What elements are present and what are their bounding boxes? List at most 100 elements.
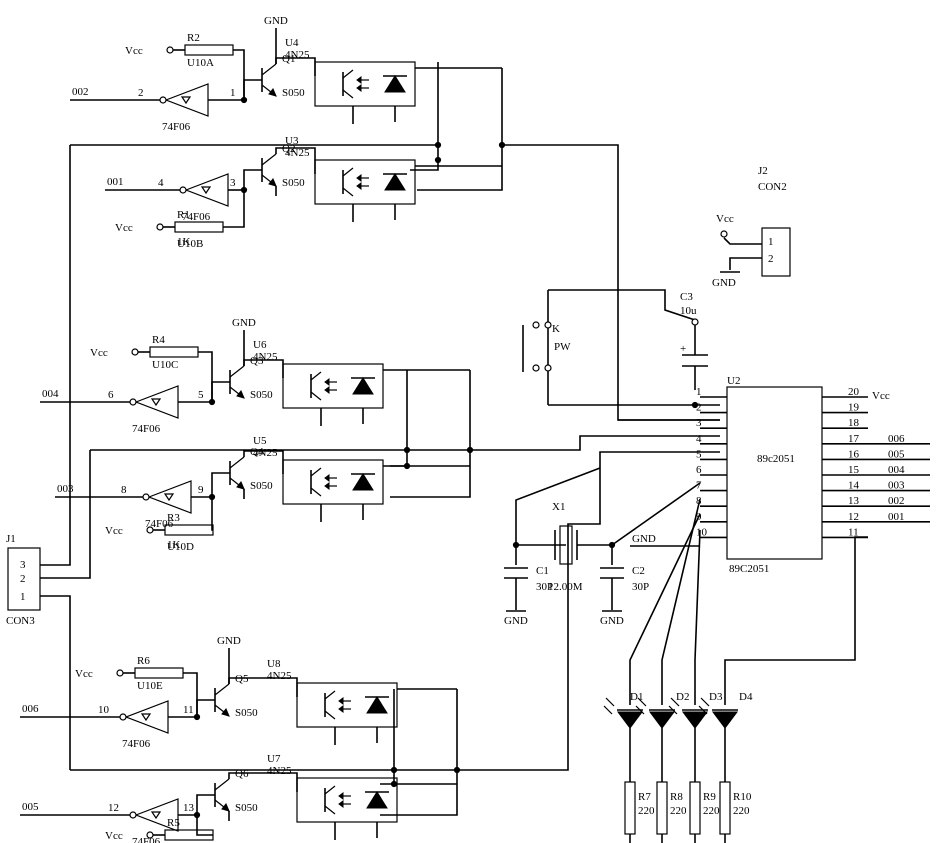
u2-net-label-004: 004	[888, 464, 905, 476]
j2-connector	[761, 227, 791, 277]
photo-transistor-e	[342, 89, 354, 99]
led-D2-triangle	[649, 711, 675, 729]
chan5-pin-in: 10	[98, 704, 110, 716]
c3-value: 10u	[680, 305, 697, 317]
led-D1-triangle	[617, 711, 643, 729]
transistor-arrow	[221, 708, 230, 717]
optocoupler-body	[296, 682, 398, 728]
j2-ref: J2	[758, 165, 768, 177]
bus-j1-3-vert	[40, 145, 71, 566]
j2-pin-2: 2	[768, 253, 774, 265]
chan3-pin-in: 6	[108, 389, 114, 401]
chan4-signal-label: 003	[57, 483, 74, 495]
led-D3-triangle	[682, 711, 708, 729]
chan1-transistor-ref: Q1	[282, 53, 295, 65]
chan3-opto-ref: U6	[253, 339, 267, 351]
chan1-pin-out: 1	[230, 87, 236, 99]
chan2-pin-out: 3	[230, 177, 236, 189]
led-D3-light-b	[668, 705, 678, 715]
chan4-transistor-part: S050	[250, 480, 273, 492]
u2-ref: U2	[727, 375, 740, 387]
chan2-gate-part: 74F06	[182, 211, 211, 223]
u2-left-pin-label-3: 3	[696, 417, 702, 429]
light-arrow-head	[338, 792, 344, 800]
chan1-signal-label: 002	[72, 86, 89, 98]
chan5-gnd-label: GND	[217, 635, 241, 647]
chan1-gate-ref: U10A	[187, 57, 214, 69]
chan2-base-wire	[243, 169, 262, 190]
led-D2-ref: D2	[676, 691, 689, 703]
chan5-res-label: R6	[137, 655, 150, 667]
chan6-base-wire	[196, 794, 215, 815]
transistor-collector	[229, 456, 245, 469]
u2-left-pin-label-10: 10	[696, 526, 708, 538]
chan2-pullup-wire	[223, 190, 245, 228]
resistor	[164, 829, 214, 841]
chan5-vcc-label: Vcc	[75, 668, 93, 680]
photo-transistor-e	[310, 391, 322, 401]
pw-top-wire	[548, 289, 696, 321]
light-arrow-head	[356, 76, 362, 84]
u2-right-pin-label-18: 18	[848, 417, 860, 429]
led-D1-res-ref: R7	[638, 791, 651, 803]
u2-right-pin-label-13: 13	[848, 495, 860, 507]
crystal-body	[559, 525, 573, 565]
inverter-gate	[134, 798, 179, 832]
transistor-arrow	[268, 88, 277, 97]
chan3-gate-part: 74F06	[132, 423, 161, 435]
inverter-gate	[124, 700, 169, 734]
u2-left-pin-label-8: 8	[696, 495, 702, 507]
chan2-vcc-label: Vcc	[115, 222, 133, 234]
chan3-pullup-wire	[198, 351, 213, 402]
open-collector-mark	[163, 493, 175, 502]
chan4-base-wire	[211, 472, 230, 497]
optocoupler-body	[282, 363, 384, 409]
c3-ref: C3	[680, 291, 693, 303]
chan6-transistor-ref: Q6	[235, 768, 249, 780]
chan5-gate-ref: U10E	[137, 680, 163, 692]
chan1-gate-part: 74F06	[162, 121, 191, 133]
j1-pin-1: 1	[20, 591, 26, 603]
c3-plus: +	[680, 343, 686, 355]
j2-vcc-wire	[723, 237, 762, 245]
chan5-pullup-wire	[183, 672, 198, 717]
terminal-circle	[131, 348, 139, 356]
chan6-pin-in: 12	[108, 802, 119, 814]
chan4-opto-part: 4N25	[253, 447, 278, 459]
led-D4-res-ref: R10	[733, 791, 752, 803]
chan3-gate-ref: U10C	[152, 359, 178, 371]
chan6-res-label: R5	[167, 817, 180, 829]
terminal-circle	[146, 526, 154, 534]
chan6-pullup-wire	[196, 815, 213, 836]
resistor	[174, 221, 224, 233]
bus-j1-1-vert	[40, 595, 71, 770]
chan6-vcc-label: Vcc	[105, 830, 123, 842]
chan5-transistor-ref: Q5	[235, 673, 249, 685]
led-triangle	[352, 377, 374, 395]
chan4-opto-ref: U5	[253, 435, 267, 447]
led-triangle	[352, 473, 374, 491]
resistor	[164, 524, 214, 536]
led-D3-feed	[694, 529, 701, 705]
open-collector-mark	[140, 713, 152, 722]
chan5-opto-ref: U8	[267, 658, 281, 670]
chan2-opto-ref: U3	[285, 135, 299, 147]
chan5-signal-label: 006	[22, 703, 39, 715]
chan3-vcc-label: Vcc	[90, 347, 108, 359]
chan4-transistor-ref: Q4	[250, 446, 264, 458]
photo-transistor-e	[324, 805, 336, 815]
rail-ch12	[410, 62, 439, 171]
c1-ref: C1	[536, 565, 549, 577]
transistor-collector	[261, 153, 277, 166]
terminal-circle	[532, 364, 540, 372]
optocoupler-body	[296, 777, 398, 823]
inverter-bubble	[142, 493, 150, 501]
rail-ch56-out	[380, 689, 458, 816]
resistor	[689, 781, 701, 835]
photo-transistor-e	[342, 187, 354, 197]
led-triangle	[384, 173, 406, 191]
photo-transistor-c	[310, 371, 322, 381]
u2-right-pin-label-11: 11	[848, 526, 859, 538]
open-collector-mark	[180, 96, 192, 105]
